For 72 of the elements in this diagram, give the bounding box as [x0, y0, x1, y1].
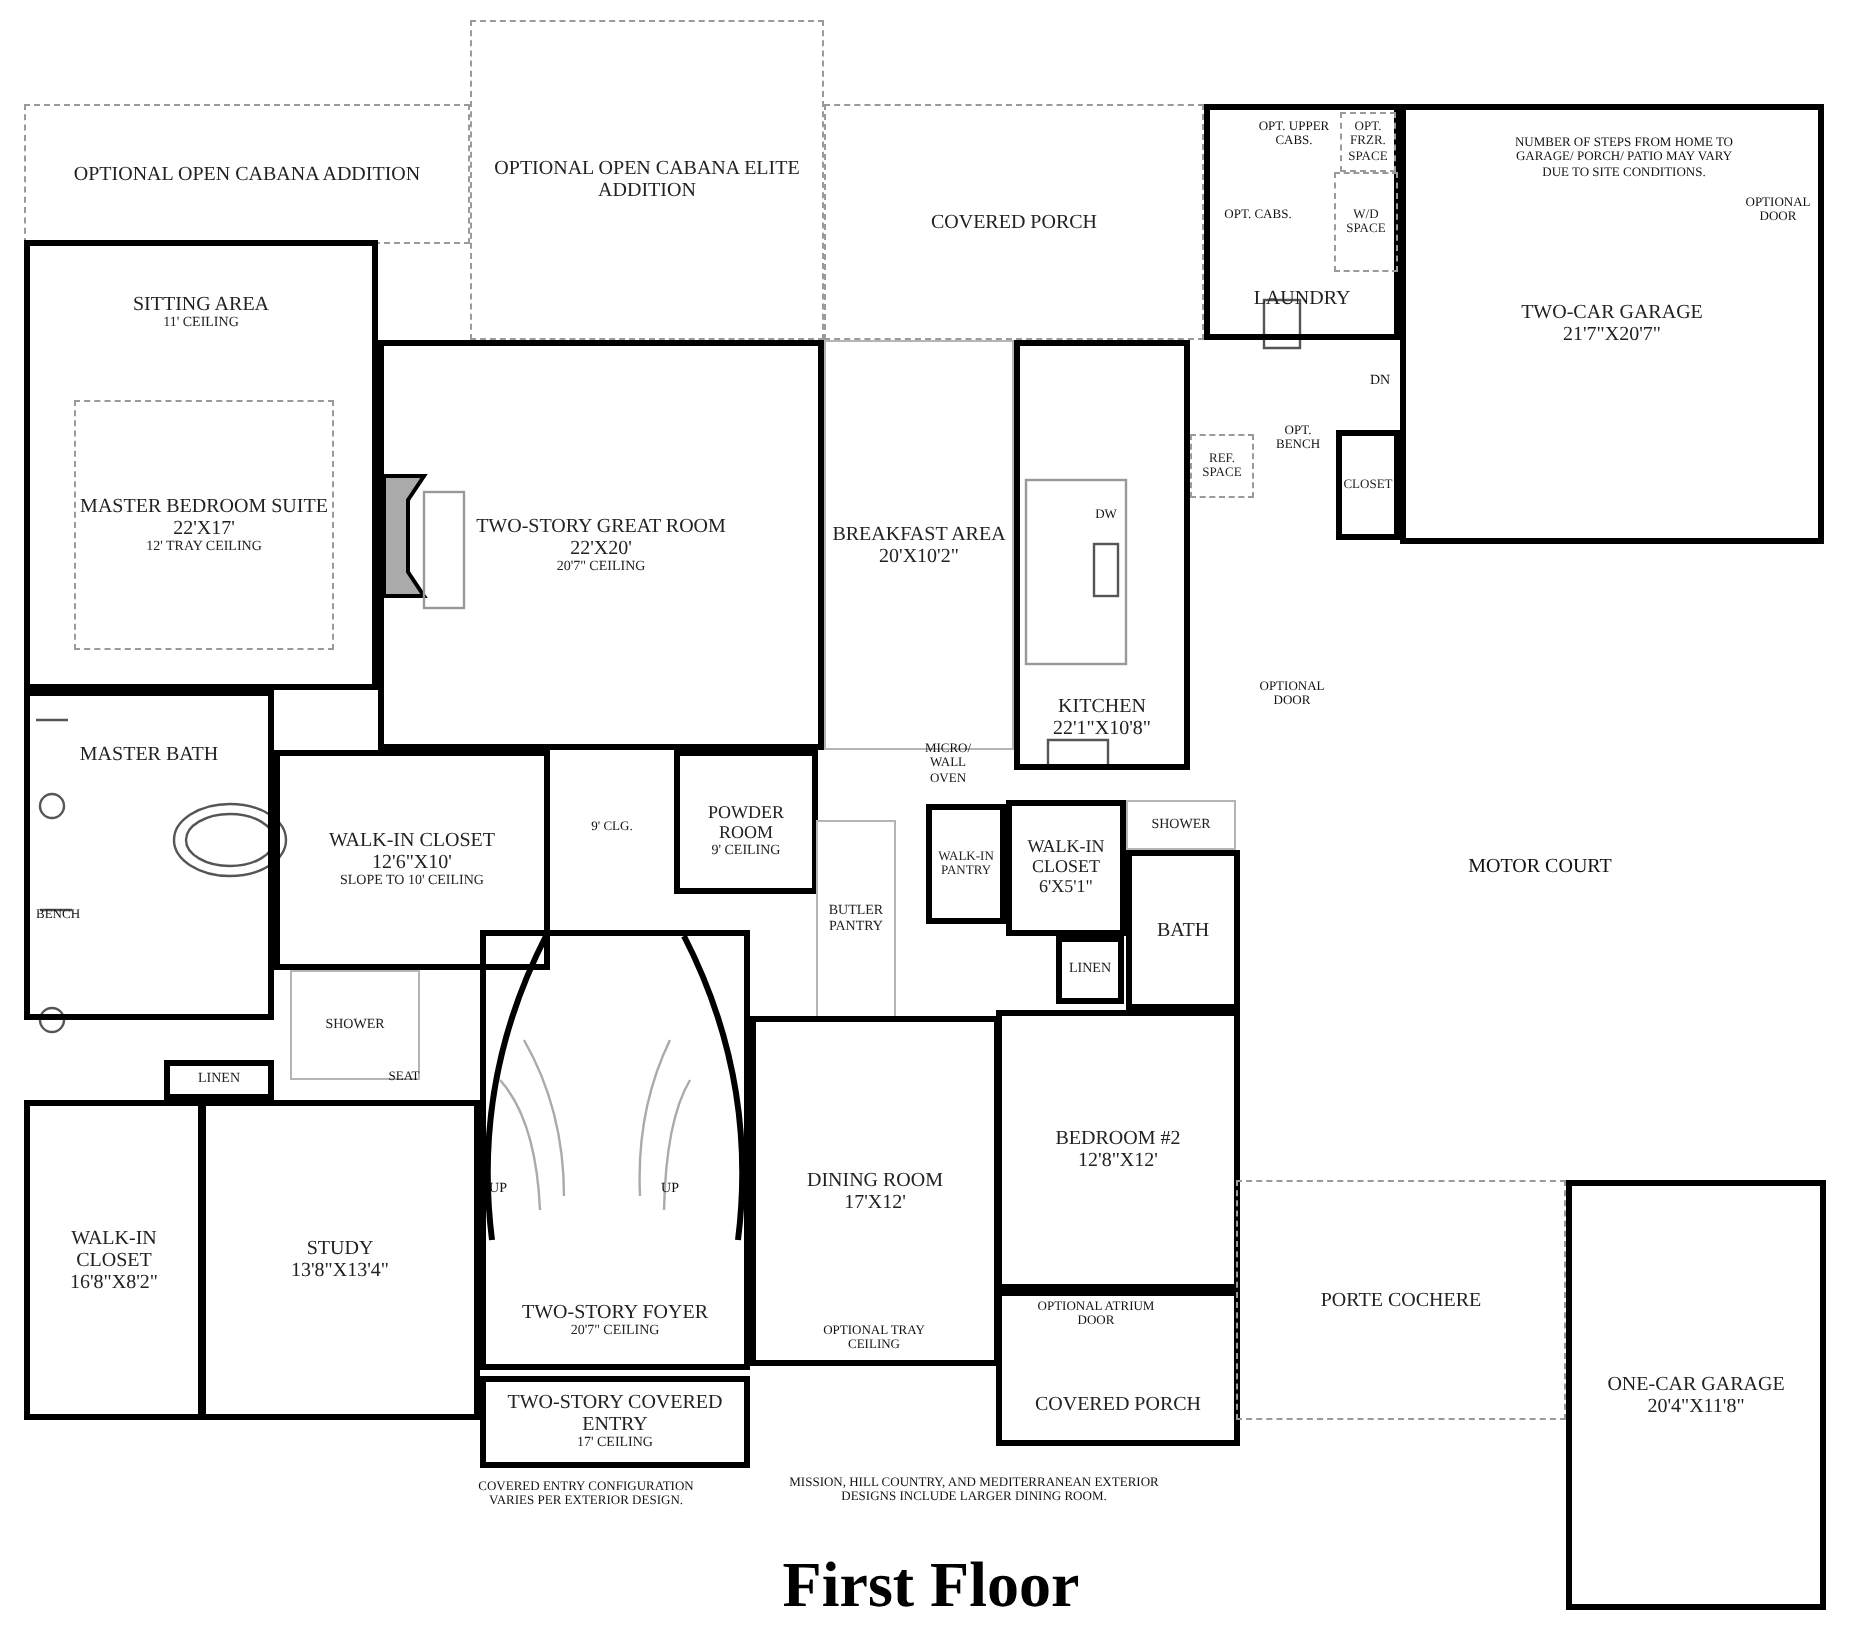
room-name: OPTIONAL OPEN CABANA ELITE ADDITION [492, 158, 802, 202]
room-detail: 22'X20' [568, 537, 634, 560]
room-outline [1566, 1180, 1826, 1610]
room-detail: 16'8"X8'2" [68, 1271, 160, 1293]
room-name: COVERED PORCH [928, 211, 1100, 233]
room-name: BEDROOM #2 [1053, 1128, 1183, 1150]
room-name: PORTE COCHERE [1318, 1289, 1484, 1311]
room-name: COVERED PORCH [1032, 1394, 1204, 1416]
room-detail: 12'8"X12' [1076, 1150, 1160, 1172]
room-name: KITCHEN [1056, 696, 1148, 718]
room-name: WALK-IN CLOSET [69, 1227, 159, 1271]
room-name: TWO-STORY FOYER [519, 1302, 711, 1325]
room-outline [274, 750, 550, 970]
room-detail: 17'X12' [842, 1191, 908, 1213]
room-detail: 13'8"X13'4" [289, 1260, 391, 1282]
room-detail: 12'6"X10' [372, 852, 452, 875]
room-name: LAUNDRY [1251, 288, 1353, 310]
room-outline [750, 1016, 1000, 1366]
room-outline [1400, 104, 1824, 544]
room-outline [1006, 800, 1126, 936]
room-outline [164, 1060, 274, 1100]
room-detail: 20'4"X11'8" [1645, 1395, 1747, 1417]
room-name: TWO-STORY COVERED ENTRY [505, 1392, 725, 1437]
room-name: WALK-IN CLOSET [1025, 838, 1107, 878]
room-outline [674, 750, 818, 894]
area-outline [824, 340, 1014, 750]
room-name: BATH [1154, 919, 1212, 941]
plan-note: MOTOR COURT [1466, 856, 1614, 879]
room-outline [24, 690, 274, 1020]
room-name: SITTING AREA [130, 294, 272, 316]
room-name: MASTER BATH [77, 744, 221, 766]
room-name: TWO-STORY GREAT ROOM [474, 515, 728, 538]
room-outline [1204, 104, 1400, 340]
optional-area-outline [470, 20, 824, 340]
optional-area-outline [824, 104, 1204, 340]
optional-area-outline [1190, 434, 1254, 498]
room-outline [1126, 850, 1240, 1010]
room-name: BREAKFAST AREA [830, 523, 1008, 545]
room-outline [480, 1376, 750, 1468]
room-outline [1014, 340, 1190, 770]
room-detail: 22'1"X10'8" [1051, 718, 1153, 740]
room-name: DINING ROOM [804, 1169, 946, 1191]
room-outline [24, 1100, 204, 1420]
room-detail: 6'X5'1" [1037, 877, 1095, 898]
room-outline [1336, 430, 1400, 540]
room-outline [996, 1010, 1240, 1290]
area-outline [290, 970, 420, 1080]
optional-area-outline [1236, 1180, 1566, 1420]
room-outline [378, 340, 824, 750]
room-name: MASTER BEDROOM SUITE [78, 495, 330, 518]
area-outline [1126, 800, 1236, 850]
room-detail: 20'X10'2" [877, 545, 961, 567]
room-outline [480, 930, 750, 1370]
room-name: WALK-IN CLOSET [326, 830, 498, 853]
room-outline [200, 1100, 480, 1420]
optional-area-outline [1340, 112, 1396, 172]
room-name: OPTIONAL OPEN CABANA ADDITION [71, 163, 423, 185]
room-name: POWDER ROOM [706, 804, 786, 844]
optional-area-outline [74, 400, 334, 650]
plan-title: First Floor [780, 1546, 1082, 1624]
room-detail: 21'7"X20'7" [1561, 324, 1663, 346]
room-outline [1056, 936, 1124, 1004]
optional-area-outline [24, 104, 470, 244]
room-name: STUDY [304, 1238, 376, 1260]
room-detail: 22'X17' [171, 517, 237, 540]
optional-area-outline [1334, 172, 1398, 272]
room-name: ONE-CAR GARAGE [1605, 1373, 1787, 1395]
room-outline [24, 240, 378, 690]
room-outline [926, 804, 1006, 924]
room-outline [996, 1290, 1240, 1446]
area-outline [816, 820, 896, 1020]
room-name: TWO-CAR GARAGE [1519, 302, 1705, 324]
